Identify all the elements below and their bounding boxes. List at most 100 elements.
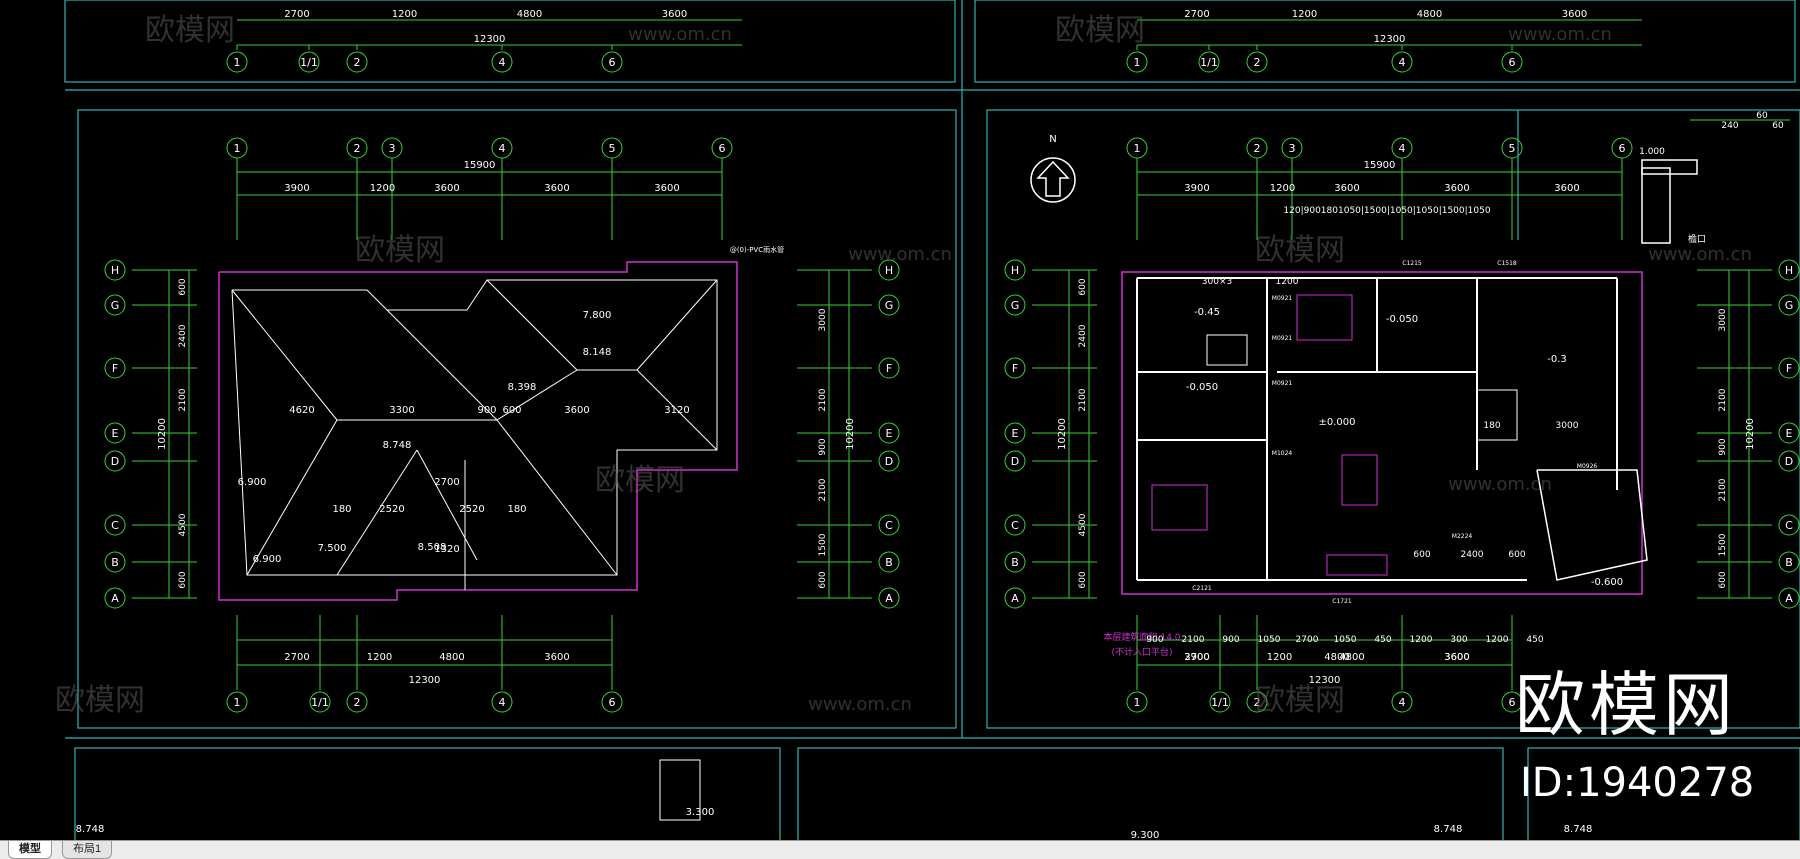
grid-label-top: 2 [354,56,361,69]
door-window-label: M0926 [1577,463,1598,470]
dim-text: 10200 [1057,418,1068,450]
dim-text: 1200 [1270,183,1295,194]
grid-label-bottom: 1/1 [311,696,329,709]
plan-level: -0.050 [1186,382,1218,393]
grid-bubble [1246,51,1268,73]
grid-label-top: 1 [1134,56,1141,69]
elevation-label: 8.748 [1564,824,1593,835]
dim-text: 2100 [1718,388,1728,411]
dim-text: 15900 [1364,160,1396,171]
grid-bubble [1778,357,1800,379]
dim-text: 3600 [544,652,569,663]
dim-text: 4800 [439,652,464,663]
grid-label-row: E [1012,427,1019,440]
north-arrow-circle [1030,157,1076,203]
grid-label-row: G [1785,299,1794,312]
plan-dim: 600 [1508,550,1525,560]
door-window-label: C1518 [1497,260,1517,267]
plan-dim: 1200 [1276,277,1299,287]
grid-label-row: C [1785,519,1793,532]
roof-ridge-outline [231,279,718,576]
detail-dim: 240 [1721,121,1738,131]
roof-hip-line [636,279,718,371]
watermark-text: www.om.cn [1508,24,1612,45]
dining-table [1476,389,1518,441]
plan-level: ±0.000 [1318,417,1355,428]
dim-text: 1200 [1267,652,1292,663]
watermark-text: 欧模网 [355,233,445,268]
roof-hip-line [386,309,498,421]
grid-label-row: G [1011,299,1020,312]
roof-elevation: 8.148 [583,347,612,358]
grid-bubble [1004,422,1026,444]
grid-label-row: H [111,264,119,277]
plan-dim: 1050 [1334,635,1357,645]
grid-bubble [226,51,248,73]
grid-bubble [878,551,900,573]
detail-dim: 60 [1756,111,1768,121]
tab-model[interactable]: 模型 [8,841,52,859]
dim-text: 12300 [1374,34,1406,45]
roof-dim: 180 [332,504,351,515]
dim-text: 900 [818,438,828,455]
detail-dim: 1.000 [1639,147,1665,157]
grid-bubble [878,294,900,316]
roof-dim: 1320 [434,544,459,555]
grid-bubble [878,450,900,472]
plan-dim: 3900 [1184,652,1209,663]
grid-bubble [104,294,126,316]
dim-text: 1200 [370,183,395,194]
roof-hip-line [231,289,338,421]
plan-dim: 3600 [1444,652,1469,663]
dim-text: 4500 [1078,513,1088,536]
plan-dim: 900 [1222,635,1239,645]
grid-label-bottom: 4 [499,696,506,709]
grid-bubble [309,691,331,713]
grid-label-top: 1/1 [1200,56,1218,69]
grid-label-col: 5 [609,142,616,155]
dim-text: 2100 [1718,478,1728,501]
roof-elevation: 8.748 [383,440,412,451]
dim-text: 3000 [818,308,828,331]
grid-bubble [1778,259,1800,281]
detail-label: 檐口 [1688,233,1706,245]
grid-bubble [1004,357,1026,379]
watermark-text: www.om.cn [1448,474,1552,495]
door-window-label: M0921 [1272,335,1293,342]
grid-bubble [878,422,900,444]
roof-dim: 2700 [434,477,459,488]
grid-label-col: 3 [1289,142,1296,155]
plan-dim: 2700 [1296,635,1319,645]
grid-label-row: F [1786,362,1792,375]
dim-text: 4500 [178,513,188,536]
dim-text: 2700 [1184,9,1209,20]
roof-elevation: 6.900 [253,554,282,565]
grid-label-row: F [1012,362,1018,375]
grid-bubble [104,551,126,573]
door-window-label: C1721 [1332,598,1352,605]
roof-elevation: 6.900 [238,477,267,488]
grid-bubble [878,357,900,379]
grid-label-top: 6 [609,56,616,69]
dim-text: 600 [178,278,188,295]
dim-text: 4800 [1339,652,1364,663]
dim-text: 10200 [845,418,856,450]
dim-text: 3600 [1554,183,1579,194]
tab-layout1[interactable]: 布局1 [62,841,113,859]
grid-label-bottom: 2 [1254,696,1261,709]
grid-label-row: A [111,592,119,605]
dim-text: 1200 [1292,9,1317,20]
grid-label-row: A [885,592,893,605]
dim-text: 2400 [178,324,188,347]
grid-bubble [1126,691,1148,713]
dim-text: 1500 [818,533,828,556]
grid-label-top: 4 [499,56,506,69]
roof-hip-line [496,369,578,421]
door-window-label: M2224 [1452,533,1473,540]
north-arrow [1036,160,1070,197]
grid-bubble [298,51,320,73]
roof-dim: 2520 [379,504,404,515]
grid-bubble [1004,551,1026,573]
dim-text: 600 [818,571,828,588]
